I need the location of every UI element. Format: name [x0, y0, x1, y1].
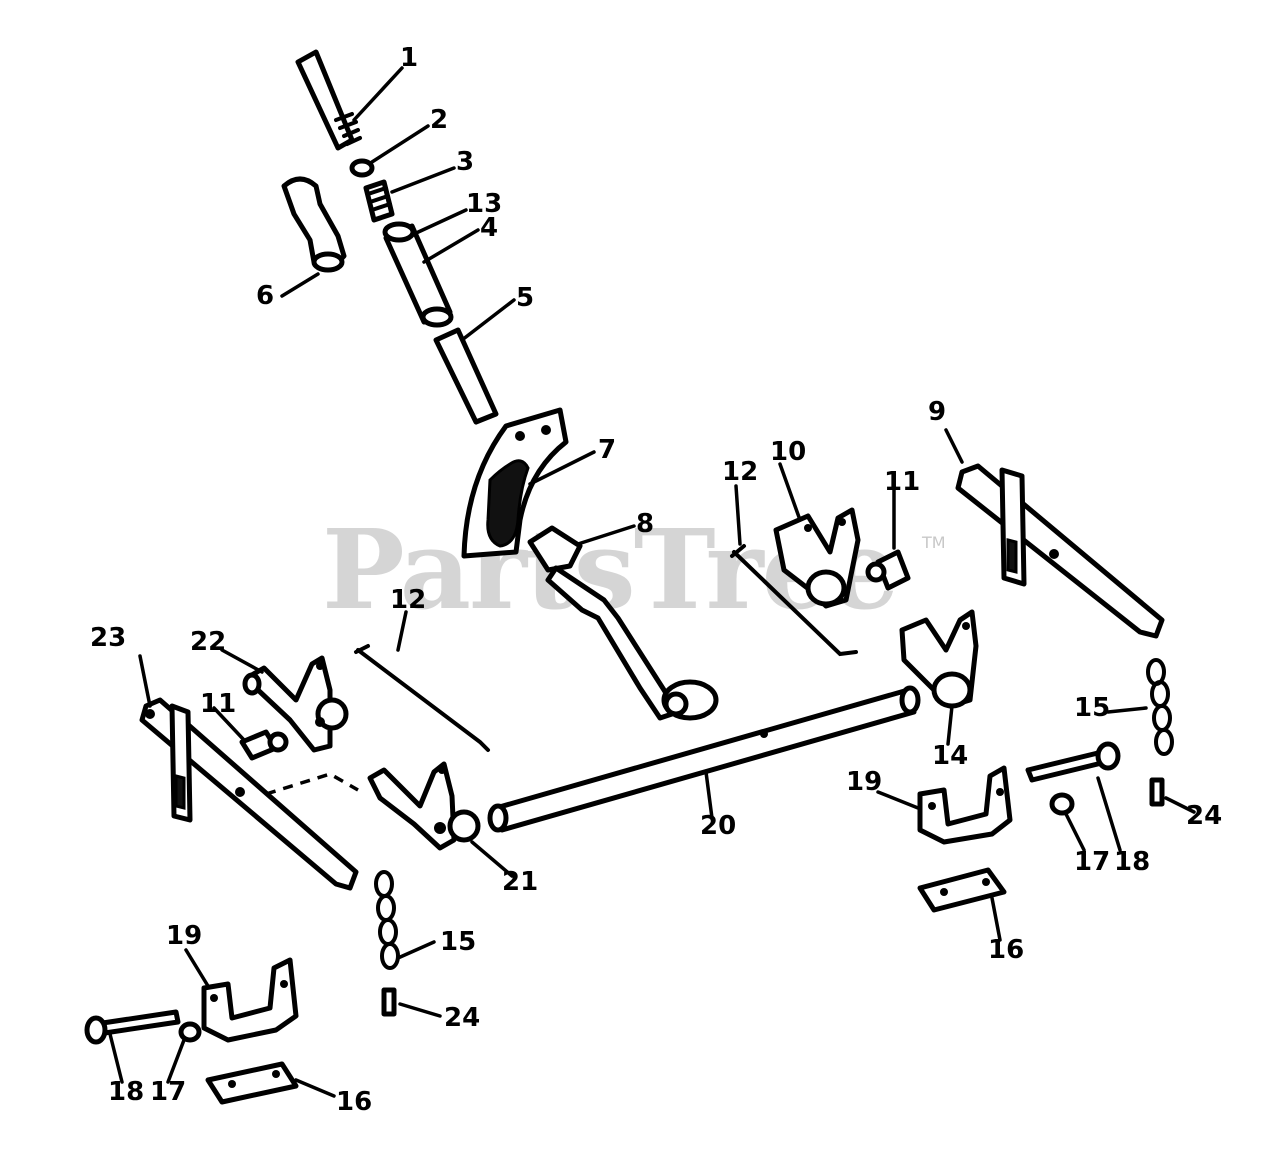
callout-10: 10 [770, 437, 806, 467]
part-15-chain-right[interactable] [1146, 658, 1174, 756]
callouts: 1 2 3 13 4 5 6 7 8 9 10 12 11 23 22 11 1… [90, 43, 1222, 1117]
part-2-washer[interactable] [349, 158, 375, 178]
callout-16-left: 16 [336, 1087, 372, 1117]
part-10-lift-arm[interactable] [773, 507, 861, 609]
callout-12-right: 12 [722, 457, 758, 487]
part-22-lift-arm[interactable] [242, 655, 349, 753]
callout-2: 2 [430, 105, 448, 135]
leader-lines [108, 66, 1196, 1098]
callout-5: 5 [516, 283, 534, 313]
callout-6: 6 [256, 281, 274, 311]
part-1-bolt[interactable] [295, 49, 362, 151]
part-14-lift-arm[interactable] [899, 609, 979, 709]
part-24-pin-left[interactable] [381, 987, 397, 1017]
callout-24-right: 24 [1186, 801, 1222, 831]
callout-19-left: 19 [166, 921, 202, 951]
callout-1: 1 [400, 43, 418, 73]
callout-19-right: 19 [846, 767, 882, 797]
part-11-pin-left[interactable] [239, 729, 289, 761]
callout-3: 3 [456, 147, 474, 177]
part-4-tube[interactable] [382, 221, 454, 328]
part-17-washer-right[interactable] [1049, 792, 1075, 816]
part-23-bar[interactable] [139, 697, 359, 891]
part-17-washer-left[interactable] [178, 1021, 202, 1043]
dashed-connector [265, 772, 359, 796]
callout-11-right: 11 [884, 467, 920, 497]
part-24-pin-right[interactable] [1149, 777, 1165, 807]
part-11-pin-right[interactable] [865, 549, 911, 591]
callout-17-left: 17 [150, 1077, 186, 1107]
part-18-clevis-pin-right[interactable] [1025, 741, 1121, 783]
part-20-cross-shaft[interactable] [487, 685, 921, 833]
callout-16-right: 16 [988, 935, 1024, 965]
callout-20: 20 [700, 811, 736, 841]
callout-23: 23 [90, 623, 126, 653]
callout-7: 7 [598, 435, 616, 465]
callout-15-right: 15 [1074, 693, 1110, 723]
callout-18-left: 18 [108, 1077, 144, 1107]
part-15-chain-left[interactable] [374, 870, 400, 970]
callout-18-right: 18 [1114, 847, 1150, 877]
part-19-bracket-left[interactable] [201, 957, 299, 1043]
callout-9: 9 [928, 397, 946, 427]
part-6-handle-grip[interactable] [281, 176, 347, 273]
part-5-rod[interactable] [433, 327, 499, 425]
part-7-quadrant-plate[interactable] [461, 407, 569, 559]
part-18-clevis-pin-left[interactable] [84, 1009, 181, 1045]
callout-11-left: 11 [200, 689, 236, 719]
part-21-lift-arm[interactable] [367, 761, 481, 851]
callout-17-right: 17 [1074, 847, 1110, 877]
part-12-link-left[interactable] [354, 644, 490, 752]
callout-4: 4 [480, 213, 498, 243]
callout-21: 21 [502, 867, 538, 897]
part-8-lift-lever[interactable] [527, 525, 719, 721]
callout-22: 22 [190, 627, 226, 657]
part-16-plate-left[interactable] [205, 1061, 299, 1105]
watermark-trademark: TM [921, 533, 946, 552]
callout-15-left: 15 [440, 927, 476, 957]
callout-24-left: 24 [444, 1003, 480, 1033]
callout-14: 14 [932, 741, 968, 771]
callout-12-left: 12 [390, 585, 426, 615]
callout-13: 13 [466, 189, 502, 219]
part-12-link-right[interactable] [730, 544, 858, 657]
callout-8: 8 [636, 509, 654, 539]
part-16-plate-right[interactable] [917, 867, 1007, 913]
part-19-bracket-right[interactable] [917, 765, 1013, 845]
part-3-spring[interactable] [363, 179, 395, 223]
part-9-bar[interactable] [955, 463, 1165, 639]
